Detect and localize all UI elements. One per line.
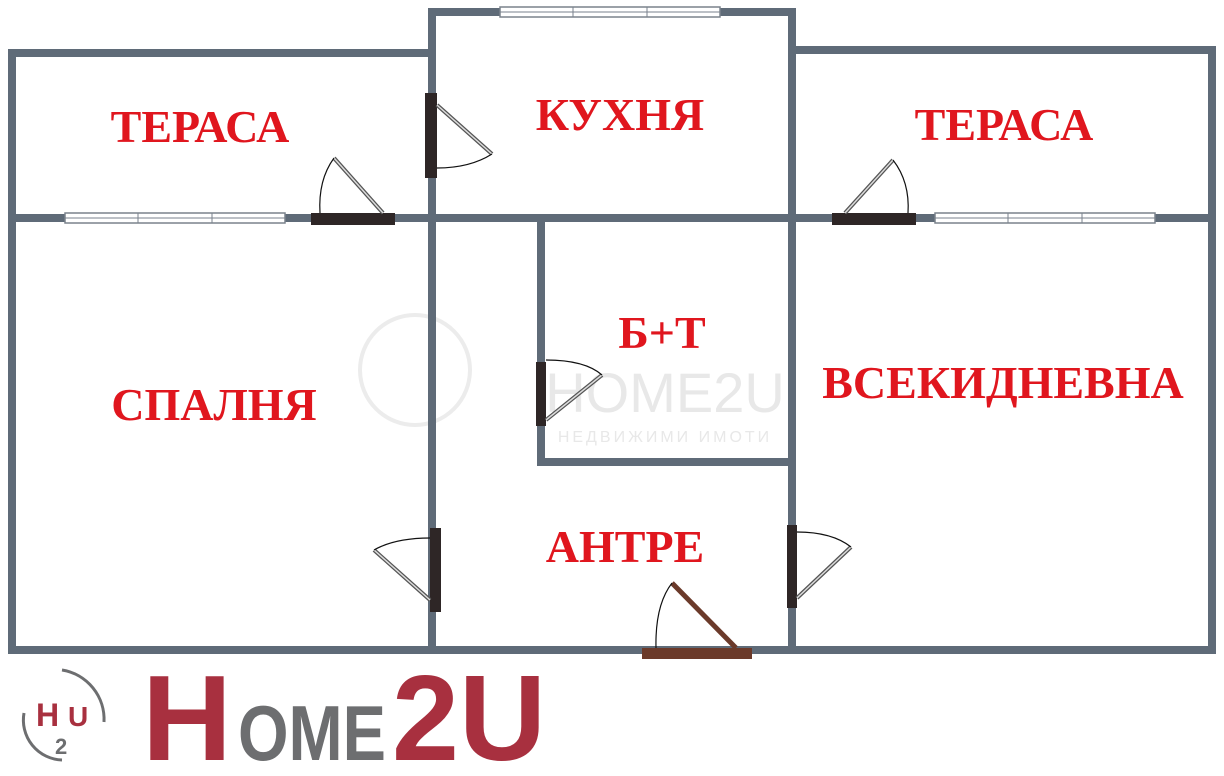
door-living-room [787,525,853,608]
label-bathroom: Б+Т [618,307,705,358]
watermark-brand: HOME2U [545,361,785,424]
door-kitchen [425,93,494,178]
logo-mark-u: U [68,701,88,732]
label-hallway: АНТРЕ [546,521,704,572]
label-terrace-right: ТЕРАСА [915,99,1094,150]
watermark: HOME2U НЕДВИЖИМИ ИМОТИ [358,313,785,446]
window-kitchen [499,6,721,18]
logo-mark-h: H [36,697,59,733]
bathroom-walls [537,214,796,466]
label-terrace-left: ТЕРАСА [111,101,290,152]
window-living-room [934,212,1156,224]
door-terrace-left [311,156,395,225]
logo-letters-ome: OME [238,689,386,776]
logo-letters-2u: 2U [392,650,546,776]
watermark-tagline: НЕДВИЖИМИ ИМОТИ [558,429,772,446]
door-bedroom [372,528,441,612]
doors [311,93,916,659]
label-bedroom: СПАЛНЯ [111,379,317,430]
watermark-logo-circle [358,313,472,427]
door-bathroom [536,359,604,426]
label-kitchen: КУХНЯ [536,89,704,140]
room-labels: ТЕРАСА КУХНЯ ТЕРАСА Б+Т СПАЛНЯ ВСЕКИДНЕВ… [111,89,1184,572]
window-bedroom [64,212,286,224]
door-terrace-right [832,158,916,225]
logo-arc-bottom [21,712,63,762]
logo-mark-2: 2 [55,734,67,759]
home2u-logo: H U 2 H OME 2U [21,650,546,776]
label-living-room: ВСЕКИДНЕВНА [822,357,1184,408]
windows [64,6,1156,224]
logo-arc-top [61,668,106,723]
logo-letter-h: H [142,650,232,776]
door-entrance [642,581,752,659]
outer-wall [8,46,1216,654]
